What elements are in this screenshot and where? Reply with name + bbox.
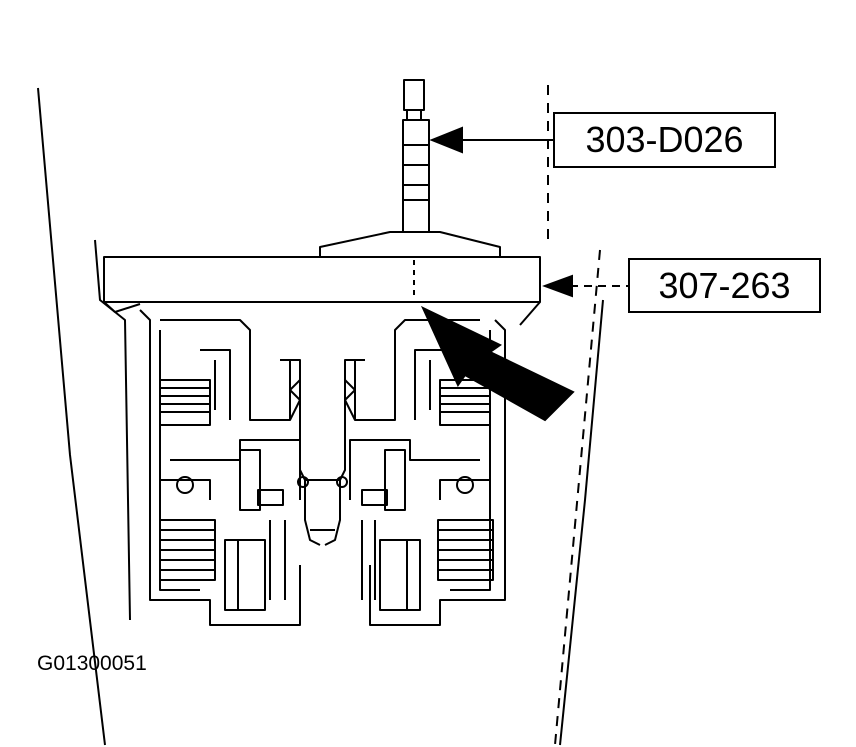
center-spline-left <box>299 360 321 546</box>
callout-303-d026: 303-D026 <box>553 112 776 168</box>
figure-code: G01300051 <box>37 652 147 675</box>
case-right-wall <box>559 299 604 746</box>
shaft-body <box>402 119 430 233</box>
left-clutch-pack-upper <box>159 379 211 426</box>
arrow-307-263 <box>542 274 628 298</box>
right-check-ball <box>456 476 474 494</box>
plate-lower-left <box>103 301 141 313</box>
callout-label: 303-D026 <box>585 119 744 160</box>
case-right-wall-dashed <box>547 85 601 746</box>
arrow-303-d026 <box>429 126 553 154</box>
right-clutch-pack-upper <box>439 379 491 426</box>
tool-plate <box>103 256 541 303</box>
right-clutch-housing <box>369 319 506 626</box>
center-spline-right <box>324 360 346 546</box>
callout-307-263: 307-263 <box>628 258 821 313</box>
shaft-neck <box>406 109 422 121</box>
large-pointer-arrow <box>420 305 575 422</box>
left-check-ball <box>176 476 194 494</box>
shaft-tip <box>403 79 425 111</box>
callout-label: 307-263 <box>658 264 791 306</box>
tool-boss <box>319 231 501 258</box>
case-left-wall <box>37 87 106 746</box>
plate-lower-right <box>519 301 541 326</box>
left-clutch-housing <box>139 309 301 626</box>
